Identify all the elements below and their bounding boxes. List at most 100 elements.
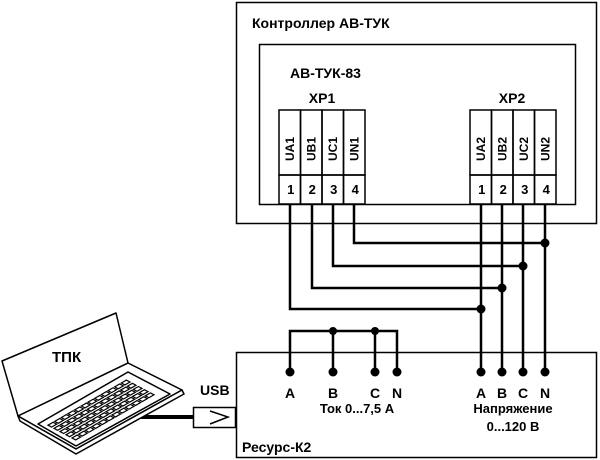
keyboard-key: [60, 413, 72, 421]
terminal-current-c: [370, 367, 380, 377]
keyboard-key: [106, 387, 118, 394]
voltage-caption-2: 0...120 В: [487, 419, 540, 434]
pin-number-label: 1: [287, 182, 294, 197]
keyboard-key: [84, 419, 96, 426]
keyboard-key: [93, 394, 105, 401]
module-title: АВ-ТУК-83: [290, 65, 361, 81]
keyboard-key: [112, 390, 124, 397]
pin-signal-label: UA2: [474, 137, 488, 161]
keyboard-key: [113, 383, 125, 390]
pin-number-label: 4: [352, 182, 360, 197]
keyboard-key: [66, 417, 78, 424]
current-label-n: N: [392, 385, 402, 401]
keyboard-key: [72, 420, 84, 427]
wires: [288, 204, 547, 371]
keyboard-key: [64, 431, 76, 438]
keyboard-key: [80, 402, 92, 409]
keyboard-key: [100, 390, 112, 398]
keyboard-key: [118, 400, 130, 407]
junction-dot: [497, 283, 507, 293]
keyboard-key: [71, 427, 83, 434]
voltage-caption-1: Напряжение: [473, 401, 552, 416]
keyboard-key: [72, 413, 84, 420]
keyboard-key: [70, 434, 82, 441]
keyboard-key: [124, 396, 136, 403]
terminal-voltage-a: [476, 367, 486, 377]
keyboard-key: [104, 408, 116, 415]
keyboard-key: [106, 394, 118, 401]
keyboard-key: [85, 412, 97, 419]
junction-dot: [518, 261, 528, 271]
keyboard-key: [132, 385, 144, 393]
terminal-current-a: [285, 367, 295, 377]
keyboard-key: [59, 420, 71, 428]
resurs-terminals: [285, 367, 550, 377]
laptop-label: ТПК: [52, 349, 82, 366]
pin-number-label: 3: [521, 182, 528, 197]
keyboard-key: [144, 392, 156, 399]
keyboard-key: [46, 421, 58, 428]
keyboard-key: [110, 411, 122, 418]
keyboard-key: [98, 412, 110, 419]
pin-signal-label: UN2: [538, 137, 552, 161]
keyboard-key: [78, 423, 90, 430]
keyboard-key: [52, 424, 64, 431]
pin-signal-label: UC1: [326, 137, 340, 161]
junction-dot: [371, 327, 379, 335]
controller-title: Контроллер АВ-ТУК: [252, 15, 390, 31]
pin-number-label: 3: [330, 182, 337, 197]
terminal-current-n: [392, 367, 402, 377]
keyboard-key: [66, 410, 78, 417]
pin-number-label: 2: [500, 182, 507, 197]
keyboard-key: [125, 389, 137, 396]
keyboard-key: [73, 406, 85, 413]
keyboard-key: [86, 398, 98, 405]
resurs-box: [235, 351, 598, 459]
wire-ua1: [288, 204, 481, 311]
voltage-label-a: A: [476, 385, 486, 401]
voltage-label-b: B: [497, 385, 507, 401]
keyboard-key: [58, 427, 70, 435]
junctions: [329, 238, 550, 335]
keyboard-key: [53, 417, 65, 424]
keyboard-key: [91, 415, 103, 423]
keyboard-key: [137, 396, 149, 403]
module-box: [258, 43, 577, 206]
pin-signal-label: UC2: [517, 137, 531, 161]
keyboard-key: [79, 409, 91, 416]
keyboard-key: [124, 403, 136, 410]
xp1-label: XP1: [309, 90, 336, 106]
pin-signal-label: UB1: [304, 137, 318, 161]
current-label-a: A: [285, 385, 295, 401]
keyboard-key: [112, 397, 124, 404]
wire-ub1: [310, 204, 502, 290]
keyboard-key: [138, 389, 150, 396]
pin-signal-label: UA1: [283, 137, 297, 161]
terminal-current-b: [328, 367, 338, 377]
pin-number-label: 2: [309, 182, 316, 197]
resurs-title: Ресурс-К2: [242, 439, 312, 455]
voltage-label-c: C: [518, 385, 528, 401]
laptop-icon: [1, 312, 185, 455]
current-label-c: C: [370, 385, 380, 401]
voltage-label-n: N: [540, 385, 550, 401]
keyboard-key: [117, 407, 129, 414]
terminal-voltage-b: [497, 367, 507, 377]
junction-dot: [329, 327, 337, 335]
keyboard-key: [77, 430, 89, 437]
keyboard-key: [78, 416, 90, 423]
controller-box: [235, 1, 598, 225]
usb-label: USB: [200, 382, 230, 398]
wire-uc1: [331, 204, 523, 268]
keyboard-key: [105, 401, 117, 408]
laptop-keyboard: [46, 379, 156, 441]
terminal-voltage-c: [518, 367, 528, 377]
pin-number-label: 1: [478, 182, 485, 197]
keyboard-key: [97, 419, 109, 426]
keyboard-key: [126, 382, 138, 389]
keyboard-key: [86, 405, 98, 412]
keyboard-key: [65, 424, 77, 431]
